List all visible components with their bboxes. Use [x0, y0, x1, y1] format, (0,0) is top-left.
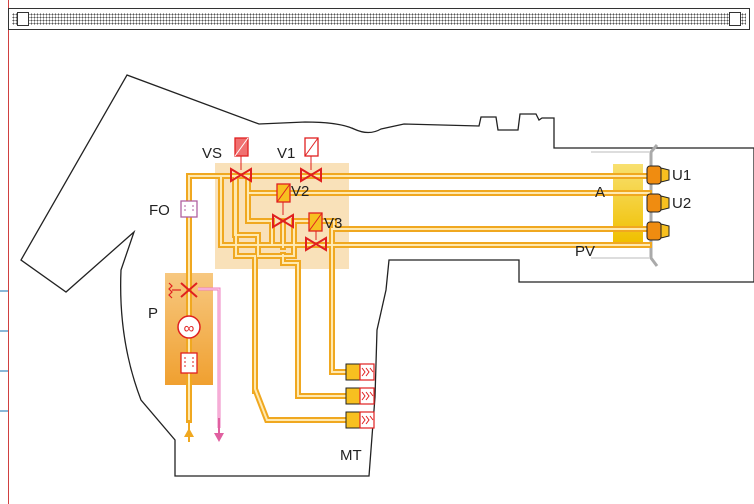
zoom-box-icon[interactable]: [729, 12, 741, 26]
cylinder-mt-2-icon: [345, 387, 375, 405]
label-vs: VS: [202, 145, 222, 162]
valve-v1-icon: [300, 137, 322, 183]
window-titlebar[interactable]: [8, 8, 750, 30]
close-box-icon[interactable]: [17, 12, 29, 26]
nozzle-u1-icon: [646, 165, 670, 185]
label-v2: V2: [291, 183, 309, 200]
inlet-arrow-icon: [184, 420, 194, 442]
titlebar-stripes: [12, 13, 746, 25]
hydraulic-diagram: ∞: [20, 74, 754, 477]
label-a: A: [595, 184, 605, 201]
label-pv: PV: [575, 243, 595, 260]
label-u2: U2: [672, 195, 691, 212]
label-mt: MT: [340, 447, 362, 464]
filter-fo-icon: [180, 200, 198, 218]
nozzle-u3-icon: [646, 221, 670, 241]
label-v3: V3: [324, 215, 342, 232]
outlet-arrow-icon: [214, 418, 224, 442]
label-p: P: [148, 305, 158, 322]
valve-vs-icon: [230, 137, 252, 183]
label-fo: FO: [149, 202, 170, 219]
cylinder-mt-3-icon: [345, 411, 375, 429]
valve-v2-icon: [272, 183, 294, 229]
valve-v3-icon: [305, 212, 327, 252]
relief-valve-icon: [168, 282, 198, 299]
window-left-edge: [0, 0, 9, 504]
cylinder-mt-1-icon: [345, 363, 375, 381]
pump-icon: ∞: [177, 315, 201, 374]
machine-outline: [20, 74, 754, 477]
label-u1: U1: [672, 167, 691, 184]
svg-text:∞: ∞: [184, 320, 195, 337]
label-v1: V1: [277, 145, 295, 162]
nozzle-u2-icon: [646, 193, 670, 213]
